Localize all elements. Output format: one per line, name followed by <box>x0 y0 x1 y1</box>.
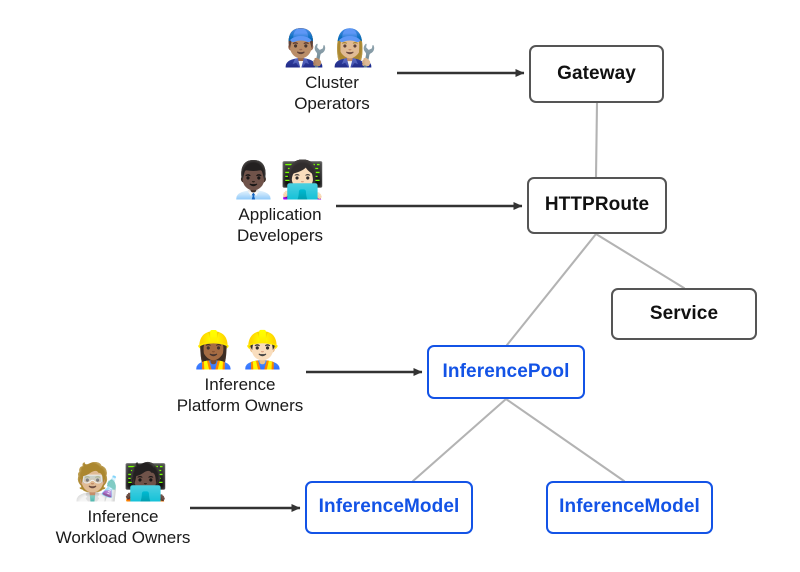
actor-application-developers: 👨🏿‍💼👩🏻‍💻 Application Developers <box>200 160 360 246</box>
link-httproute-inferencepool <box>505 232 598 347</box>
node-gateway-label: Gateway <box>557 62 636 84</box>
node-service-label: Service <box>649 302 719 324</box>
actor-inference-platform-owners: 👷🏾‍♀️👷🏻‍♂️ Inference Platform Owners <box>150 330 330 416</box>
office-worker-and-technologist-icon: 👨🏿‍💼👩🏻‍💻 <box>231 160 329 201</box>
link-gateway-httproute <box>594 101 599 179</box>
link-inferencepool-inferencemodel-1 <box>411 397 508 483</box>
construction-workers-icon: 👷🏾‍♀️👷🏻‍♂️ <box>191 330 289 371</box>
node-gateway[interactable]: Gateway <box>529 45 664 103</box>
node-httproute-label: HTTPRoute <box>544 194 650 216</box>
node-inferencepool-label: InferencePool <box>442 360 570 382</box>
node-inferencepool[interactable]: InferencePool <box>427 345 585 399</box>
node-service[interactable]: Service <box>611 288 757 340</box>
node-httproute[interactable]: HTTPRoute <box>527 177 667 234</box>
node-inferencemodel-1[interactable]: InferenceModel <box>305 481 473 534</box>
link-inferencepool-inferencemodel-2 <box>504 397 626 483</box>
actor-inference-platform-owners-label: Inference Platform Owners <box>176 375 304 415</box>
node-inferencemodel-1-label: InferenceModel <box>318 496 460 518</box>
node-inferencemodel-2[interactable]: InferenceModel <box>546 481 713 534</box>
actor-inference-workload-owners: 🧑🏼‍🔬🧑🏿‍💻 Inference Workload Owners <box>28 462 218 548</box>
actor-cluster-operators-label: Cluster Operators <box>294 73 370 113</box>
link-httproute-service <box>594 232 686 290</box>
mechanic-persons-icon: 👨🏽‍🔧👩🏼‍🔧 <box>283 28 381 69</box>
node-inferencemodel-2-label: InferenceModel <box>559 496 700 518</box>
scientist-and-technologist-icon: 🧑🏼‍🔬🧑🏿‍💻 <box>74 462 172 503</box>
actor-inference-workload-owners-label: Inference Workload Owners <box>55 507 191 547</box>
actor-cluster-operators: 👨🏽‍🔧👩🏼‍🔧 Cluster Operators <box>262 28 402 114</box>
actor-application-developers-label: Application Developers <box>237 205 323 245</box>
